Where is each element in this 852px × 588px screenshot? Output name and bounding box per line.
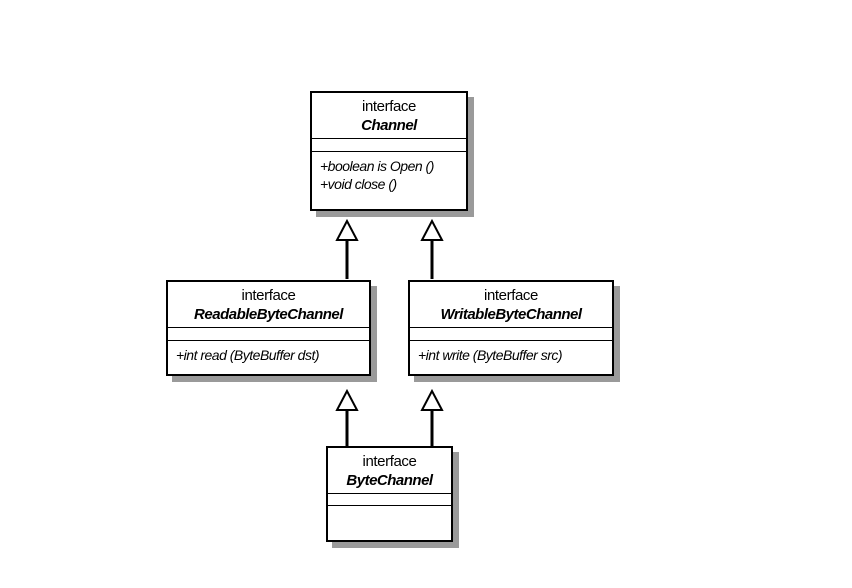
stereotype-label: interface	[484, 287, 538, 304]
class-name: Channel	[361, 117, 417, 134]
inheritance-arrowhead-icon	[420, 388, 444, 411]
class-box-channel: interface Channel +boolean is Open () +v…	[310, 91, 468, 211]
class-name: ReadableByteChannel	[194, 306, 343, 323]
attributes-compartment	[410, 328, 612, 341]
operation: +int read (ByteBuffer dst)	[176, 347, 320, 363]
operation: +boolean is Open ()	[320, 158, 434, 174]
operation: +int write (ByteBuffer src)	[418, 347, 563, 363]
operations-compartment: +int read (ByteBuffer dst)	[168, 341, 369, 368]
class-name: WritableByteChannel	[440, 306, 582, 323]
stereotype-label: interface	[362, 453, 417, 470]
inheritance-arrowhead-icon	[420, 218, 444, 241]
class-name-compartment: interface ByteChannel	[328, 448, 451, 494]
operations-compartment: +boolean is Open () +void close ()	[312, 152, 466, 197]
class-box-writable-byte-channel: interface WritableByteChannel +int write…	[408, 280, 614, 376]
attributes-compartment	[312, 139, 466, 152]
operations-compartment: +int write (ByteBuffer src)	[410, 341, 612, 368]
inheritance-arrowhead-icon	[335, 218, 359, 241]
operations-compartment	[328, 506, 451, 533]
attributes-compartment	[328, 494, 451, 506]
inheritance-arrowhead-icon	[335, 388, 359, 411]
class-name-compartment: interface Channel	[312, 93, 466, 139]
attributes-compartment	[168, 328, 369, 341]
stereotype-label: interface	[241, 287, 296, 304]
class-name: ByteChannel	[346, 472, 433, 489]
class-box-byte-channel: interface ByteChannel	[326, 446, 453, 542]
class-name-compartment: interface ReadableByteChannel	[168, 282, 369, 328]
class-name-compartment: interface WritableByteChannel	[410, 282, 612, 328]
stereotype-label: interface	[362, 98, 416, 115]
operation: +void close ()	[320, 176, 397, 192]
class-box-readable-byte-channel: interface ReadableByteChannel +int read …	[166, 280, 371, 376]
